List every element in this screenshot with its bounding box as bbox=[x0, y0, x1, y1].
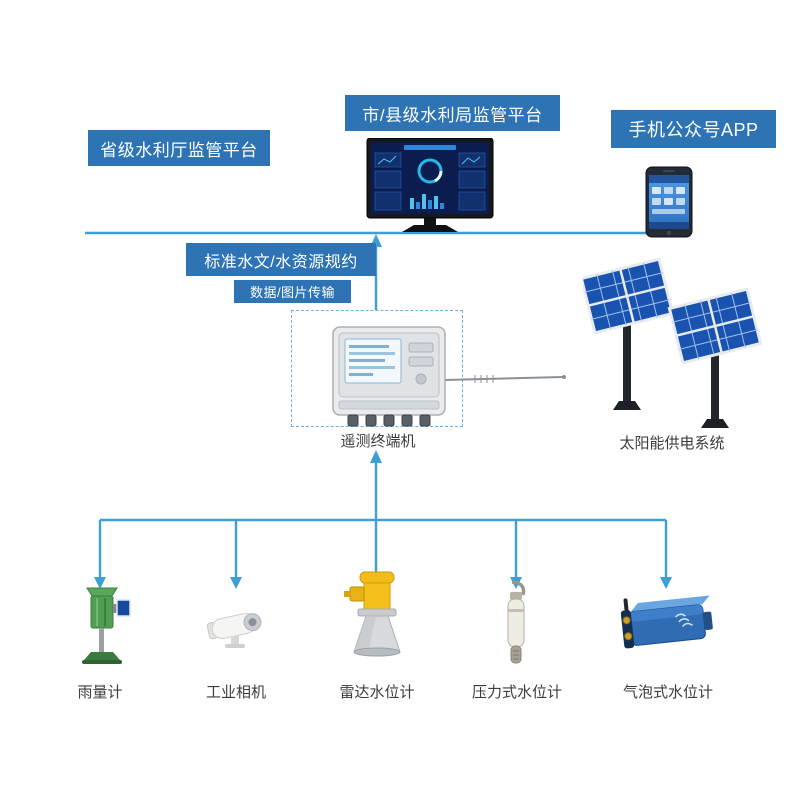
protocol-box: 标准水文/水资源规约 bbox=[186, 243, 376, 276]
solar-label: 太阳能供电系统 bbox=[619, 435, 725, 452]
city-platform-label: 市/县级水利局监管平台 bbox=[362, 105, 543, 125]
rain-gauge-illustration bbox=[82, 587, 131, 664]
rtu-cable-glands bbox=[347, 414, 431, 427]
rtu-antenna bbox=[444, 376, 564, 381]
mobile-app-label: 手机公众号APP bbox=[628, 120, 759, 140]
pressure-probe-illustration bbox=[507, 580, 526, 664]
solar-illustration bbox=[583, 258, 763, 428]
radar-illustration bbox=[344, 571, 401, 657]
provincial-platform-box: 省级水利厅监管平台 bbox=[88, 130, 270, 166]
camera-illustration bbox=[206, 613, 262, 648]
rain-gauge-solar-panel bbox=[116, 599, 131, 617]
monitor-illustration bbox=[366, 138, 494, 232]
provincial-platform-label: 省级水利厅监管平台 bbox=[100, 140, 258, 160]
radar-label: 雷达水位计 bbox=[339, 684, 415, 701]
solar-unit-left bbox=[583, 258, 675, 410]
monitor-stand bbox=[402, 225, 458, 232]
bubble-meter-label: 气泡式水位计 bbox=[622, 684, 714, 701]
rtu-label: 遥测终端机 bbox=[340, 433, 416, 450]
rtu-illustration bbox=[332, 326, 566, 427]
transmission-box: 数据/图片传输 bbox=[234, 280, 351, 303]
protocol-label: 标准水文/水资源规约 bbox=[204, 253, 358, 271]
transmission-label: 数据/图片传输 bbox=[249, 285, 336, 300]
city-platform-box: 市/县级水利局监管平台 bbox=[345, 95, 560, 131]
rtu-dashed-frame bbox=[291, 310, 463, 427]
solar-unit-right bbox=[667, 287, 763, 428]
phone-illustration bbox=[645, 166, 693, 238]
bubble-meter-illustration bbox=[620, 595, 713, 649]
rain-gauge-label: 雨量计 bbox=[77, 684, 123, 701]
pressure-probe-label: 压力式水位计 bbox=[471, 684, 563, 701]
mobile-app-box: 手机公众号APP bbox=[611, 110, 776, 148]
camera-label: 工业相机 bbox=[205, 684, 267, 701]
